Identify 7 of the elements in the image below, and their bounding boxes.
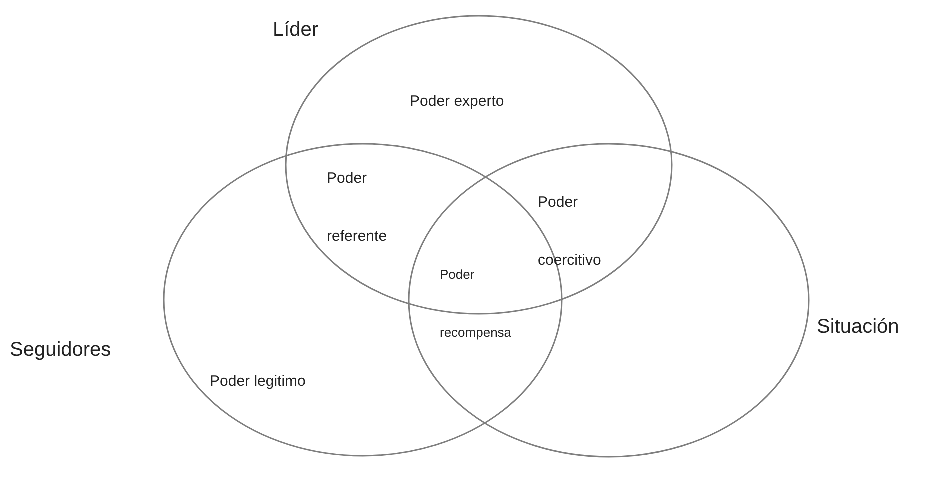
region-label: Poder legitimo — [210, 372, 307, 392]
region-label: Poder referente — [327, 169, 388, 247]
region-label: Poder recompensa — [440, 266, 513, 342]
set-label: Líder — [273, 19, 319, 42]
set-label: Situación — [817, 316, 900, 339]
region-label: Poder experto — [410, 92, 506, 112]
set-label: Seguidores — [10, 339, 112, 362]
